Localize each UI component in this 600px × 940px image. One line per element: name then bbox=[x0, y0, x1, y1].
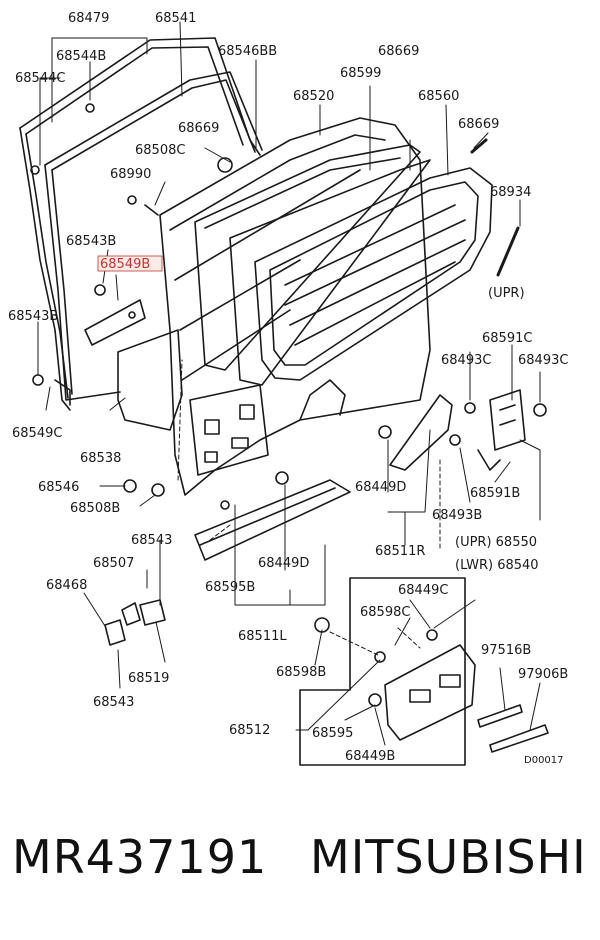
label-68511r: 68511R bbox=[375, 544, 425, 559]
label-68468: 68468 bbox=[46, 578, 87, 593]
fasteners bbox=[30, 103, 547, 707]
highlight-box bbox=[97, 255, 163, 272]
label-68508c: 68508C bbox=[135, 143, 185, 158]
label-68669-left: 68669 bbox=[178, 121, 219, 136]
label-68546bb: 68546BB bbox=[218, 44, 277, 59]
label-68543b-lower: 68543B bbox=[8, 309, 58, 324]
label-68669-top: 68669 bbox=[378, 44, 419, 59]
label-68543b-upper: 68543B bbox=[66, 234, 116, 249]
label-68519: 68519 bbox=[128, 671, 169, 686]
label-68669-right: 68669 bbox=[458, 117, 499, 132]
label-68595b: 68595B bbox=[205, 580, 255, 595]
gas-strut bbox=[496, 226, 520, 277]
label-68479: 68479 bbox=[68, 11, 109, 26]
label-68599: 68599 bbox=[340, 66, 381, 81]
label-68990: 68990 bbox=[110, 167, 151, 182]
label-68493c-right: 68493C bbox=[518, 353, 568, 368]
rear-glass bbox=[254, 167, 493, 381]
label-68508b: 68508B bbox=[70, 501, 120, 516]
label-68591b: 68591B bbox=[470, 486, 520, 501]
label-68544b: 68544B bbox=[56, 49, 106, 64]
label-68520: 68520 bbox=[293, 89, 334, 104]
latch-bracket bbox=[477, 389, 526, 471]
label-68493b: 68493B bbox=[432, 508, 482, 523]
latch-plate bbox=[189, 384, 269, 476]
label-68934: 68934 bbox=[490, 185, 531, 200]
label-68449c: 68449C bbox=[398, 583, 448, 598]
label-68598b: 68598B bbox=[276, 665, 326, 680]
label-68560: 68560 bbox=[418, 89, 459, 104]
parts-diagram: 68479 68541 68544B 68544C 68546BB 68669 … bbox=[8, 11, 568, 766]
emblem-97906b bbox=[489, 724, 549, 753]
label-97906b: 97906B bbox=[518, 667, 568, 682]
tailgate-panel bbox=[159, 117, 431, 496]
emblem-97516b bbox=[477, 704, 523, 728]
hinge-assembly bbox=[84, 284, 146, 346]
label-68538: 68538 bbox=[80, 451, 121, 466]
part-number: MR437191 bbox=[12, 830, 268, 884]
label-68546: 68546 bbox=[38, 480, 79, 495]
label-68493c-left: 68493C bbox=[441, 353, 491, 368]
brand-name: MITSUBISHI bbox=[310, 830, 587, 884]
label-68591c: 68591C bbox=[482, 331, 532, 346]
label-97516b: 97516B bbox=[481, 643, 531, 658]
label-68598c: 68598C bbox=[360, 605, 410, 620]
window-frame bbox=[194, 144, 431, 386]
label-lwr-68540: (LWR) 68540 bbox=[455, 558, 539, 573]
label-68512: 68512 bbox=[229, 723, 270, 738]
footer: MR437191 MITSUBISHI bbox=[0, 830, 600, 910]
label-68595: 68595 bbox=[312, 726, 353, 741]
inner-trim-panel bbox=[117, 329, 183, 431]
label-68541: 68541 bbox=[155, 11, 196, 26]
label-68449d-left: 68449D bbox=[258, 556, 309, 571]
label-68511l: 68511L bbox=[238, 629, 287, 644]
label-68507: 68507 bbox=[93, 556, 134, 571]
label-68549b-highlighted: 68549B bbox=[100, 257, 150, 272]
label-upr-1: (UPR) bbox=[488, 286, 525, 301]
label-68549c: 68549C bbox=[12, 426, 62, 441]
license-garnish-box bbox=[299, 577, 476, 766]
lock-parts bbox=[104, 599, 166, 646]
weatherstrip-seal bbox=[19, 37, 263, 411]
label-68543-bottom: 68543 bbox=[93, 695, 134, 710]
garnish-right bbox=[389, 394, 453, 471]
label-68449d-right: 68449D bbox=[355, 480, 406, 495]
label-68543: 68543 bbox=[131, 533, 172, 548]
leader-lines bbox=[37, 21, 541, 746]
label-upr-68550: (UPR) 68550 bbox=[455, 535, 537, 550]
label-68544c: 68544C bbox=[15, 71, 65, 86]
diagram-code: D00017 bbox=[524, 755, 564, 766]
garnish-lower bbox=[194, 479, 351, 561]
label-68449b: 68449B bbox=[345, 749, 395, 764]
